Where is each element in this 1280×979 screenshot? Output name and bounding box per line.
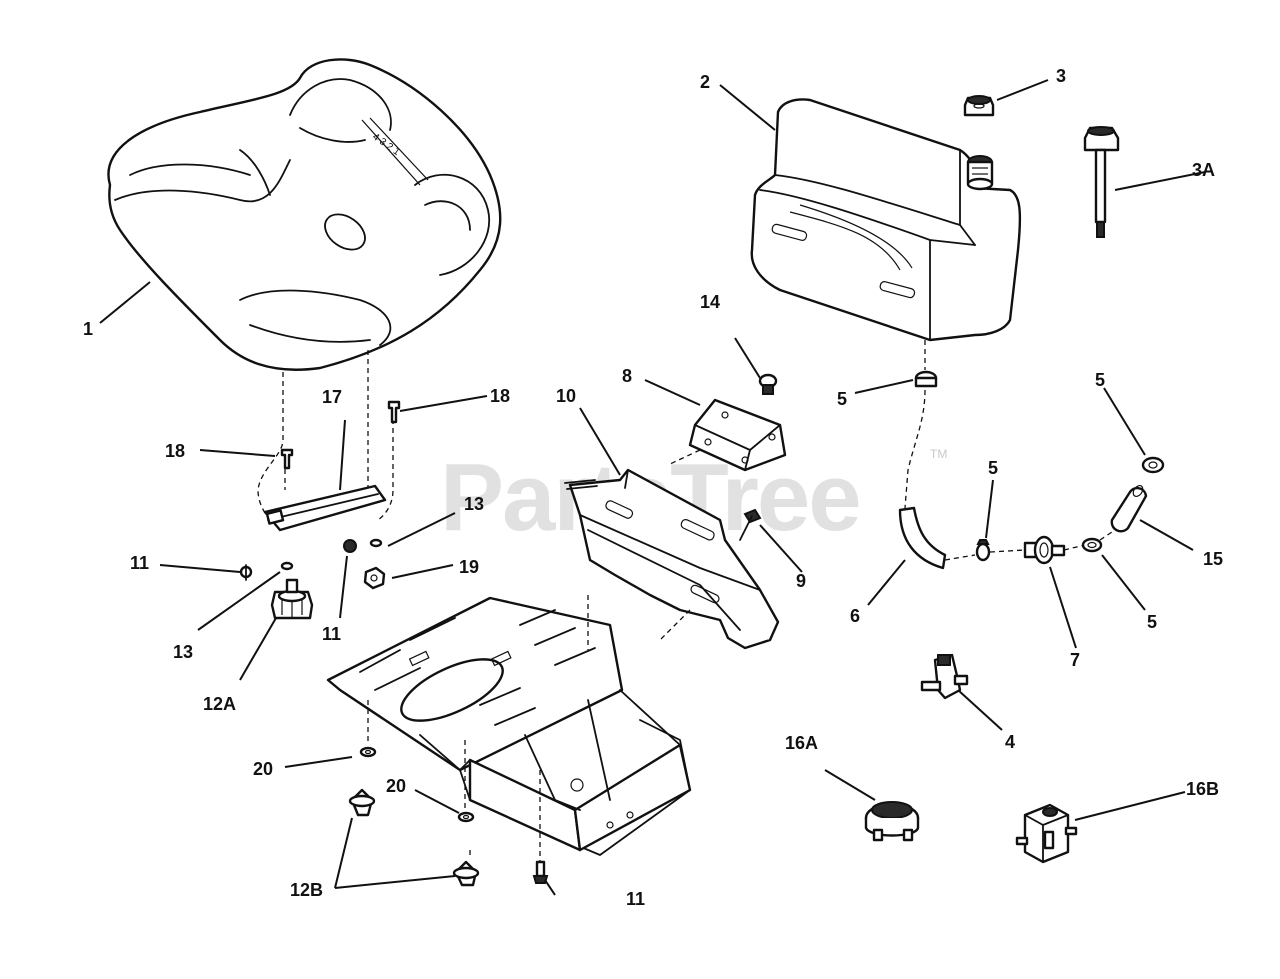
callout-13-left: 13: [173, 642, 193, 662]
callout-20-right: 20: [386, 776, 406, 796]
callout-5-filter-clamp: 5: [988, 458, 998, 478]
bolt[interactable]: [532, 860, 549, 884]
callout-1: 1: [83, 319, 93, 339]
callout-11-left: 11: [130, 553, 149, 573]
watermark-trademark: TM: [930, 447, 947, 461]
callout-labels: 1 2 3 3A 4 5 5 5 5 6 7 8 9 10 11 11 11 1…: [83, 66, 1223, 909]
washer[interactable]: [457, 811, 475, 823]
washer[interactable]: [369, 538, 383, 548]
hose-clamp[interactable]: [1081, 537, 1103, 553]
callout-5-right-clamp: 5: [1147, 612, 1157, 632]
bolt[interactable]: [239, 564, 253, 581]
callout-19: 19: [459, 557, 479, 577]
fuel-shutoff-valve[interactable]: [920, 653, 969, 700]
callout-3: 3: [1056, 66, 1066, 86]
tank-bracket[interactable]: [688, 398, 787, 472]
rivet[interactable]: [387, 400, 401, 424]
callout-17: 17: [322, 387, 342, 407]
fuel-cap[interactable]: [963, 95, 995, 117]
callout-16a: 16A: [785, 733, 818, 753]
wing-knob[interactable]: [348, 788, 376, 817]
callout-16b: 16B: [1186, 779, 1219, 799]
nut[interactable]: [363, 566, 386, 590]
callout-2: 2: [700, 72, 710, 92]
callout-5-top-clamp: 5: [1095, 370, 1105, 390]
callout-12b: 12B: [290, 880, 323, 900]
callout-10: 10: [556, 386, 576, 406]
hose-clamp[interactable]: [1141, 456, 1165, 474]
callout-7: 7: [1070, 650, 1080, 670]
leader-lines: [99, 79, 1206, 896]
washer[interactable]: [359, 746, 377, 758]
callout-15: 15: [1203, 549, 1223, 569]
fuel-pump[interactable]: [1015, 803, 1078, 864]
callout-4: 4: [1005, 732, 1015, 752]
screw[interactable]: [739, 508, 762, 541]
callout-12a: 12A: [203, 694, 236, 714]
seat[interactable]: 4 3 2 1: [107, 58, 502, 371]
callout-13-right: 13: [464, 494, 484, 514]
seat-hinge[interactable]: [263, 484, 387, 532]
callout-5-tank-clamp: 5: [837, 389, 847, 409]
washer[interactable]: [280, 561, 294, 571]
callout-11-middle: 11: [322, 624, 341, 644]
callout-14: 14: [700, 292, 720, 312]
heat-shield[interactable]: [564, 468, 780, 650]
fuel-line[interactable]: [898, 506, 947, 570]
callout-11-bottom: 11: [626, 889, 645, 909]
callout-18-left: 18: [165, 441, 185, 461]
callout-9: 9: [796, 571, 806, 591]
hose-clamp[interactable]: [914, 370, 938, 388]
callout-6: 6: [850, 606, 860, 626]
callout-8: 8: [622, 366, 632, 386]
callout-3a: 3A: [1192, 160, 1215, 180]
seat-knob[interactable]: [270, 578, 314, 620]
seat-pan[interactable]: [326, 596, 692, 856]
fuel-tank[interactable]: [750, 98, 1022, 342]
fuel-cap-with-gauge[interactable]: [1083, 126, 1120, 238]
fuel-filter[interactable]: [1023, 535, 1066, 565]
bolt[interactable]: [343, 539, 357, 553]
hose-clamp[interactable]: [975, 539, 991, 562]
hose[interactable]: [1110, 484, 1148, 533]
rivet[interactable]: [280, 448, 294, 470]
bolt[interactable]: [758, 373, 778, 395]
callout-20-left: 20: [253, 759, 273, 779]
wing-knob[interactable]: [452, 860, 480, 887]
callout-18-right: 18: [490, 386, 510, 406]
fuel-pump[interactable]: [864, 801, 920, 842]
